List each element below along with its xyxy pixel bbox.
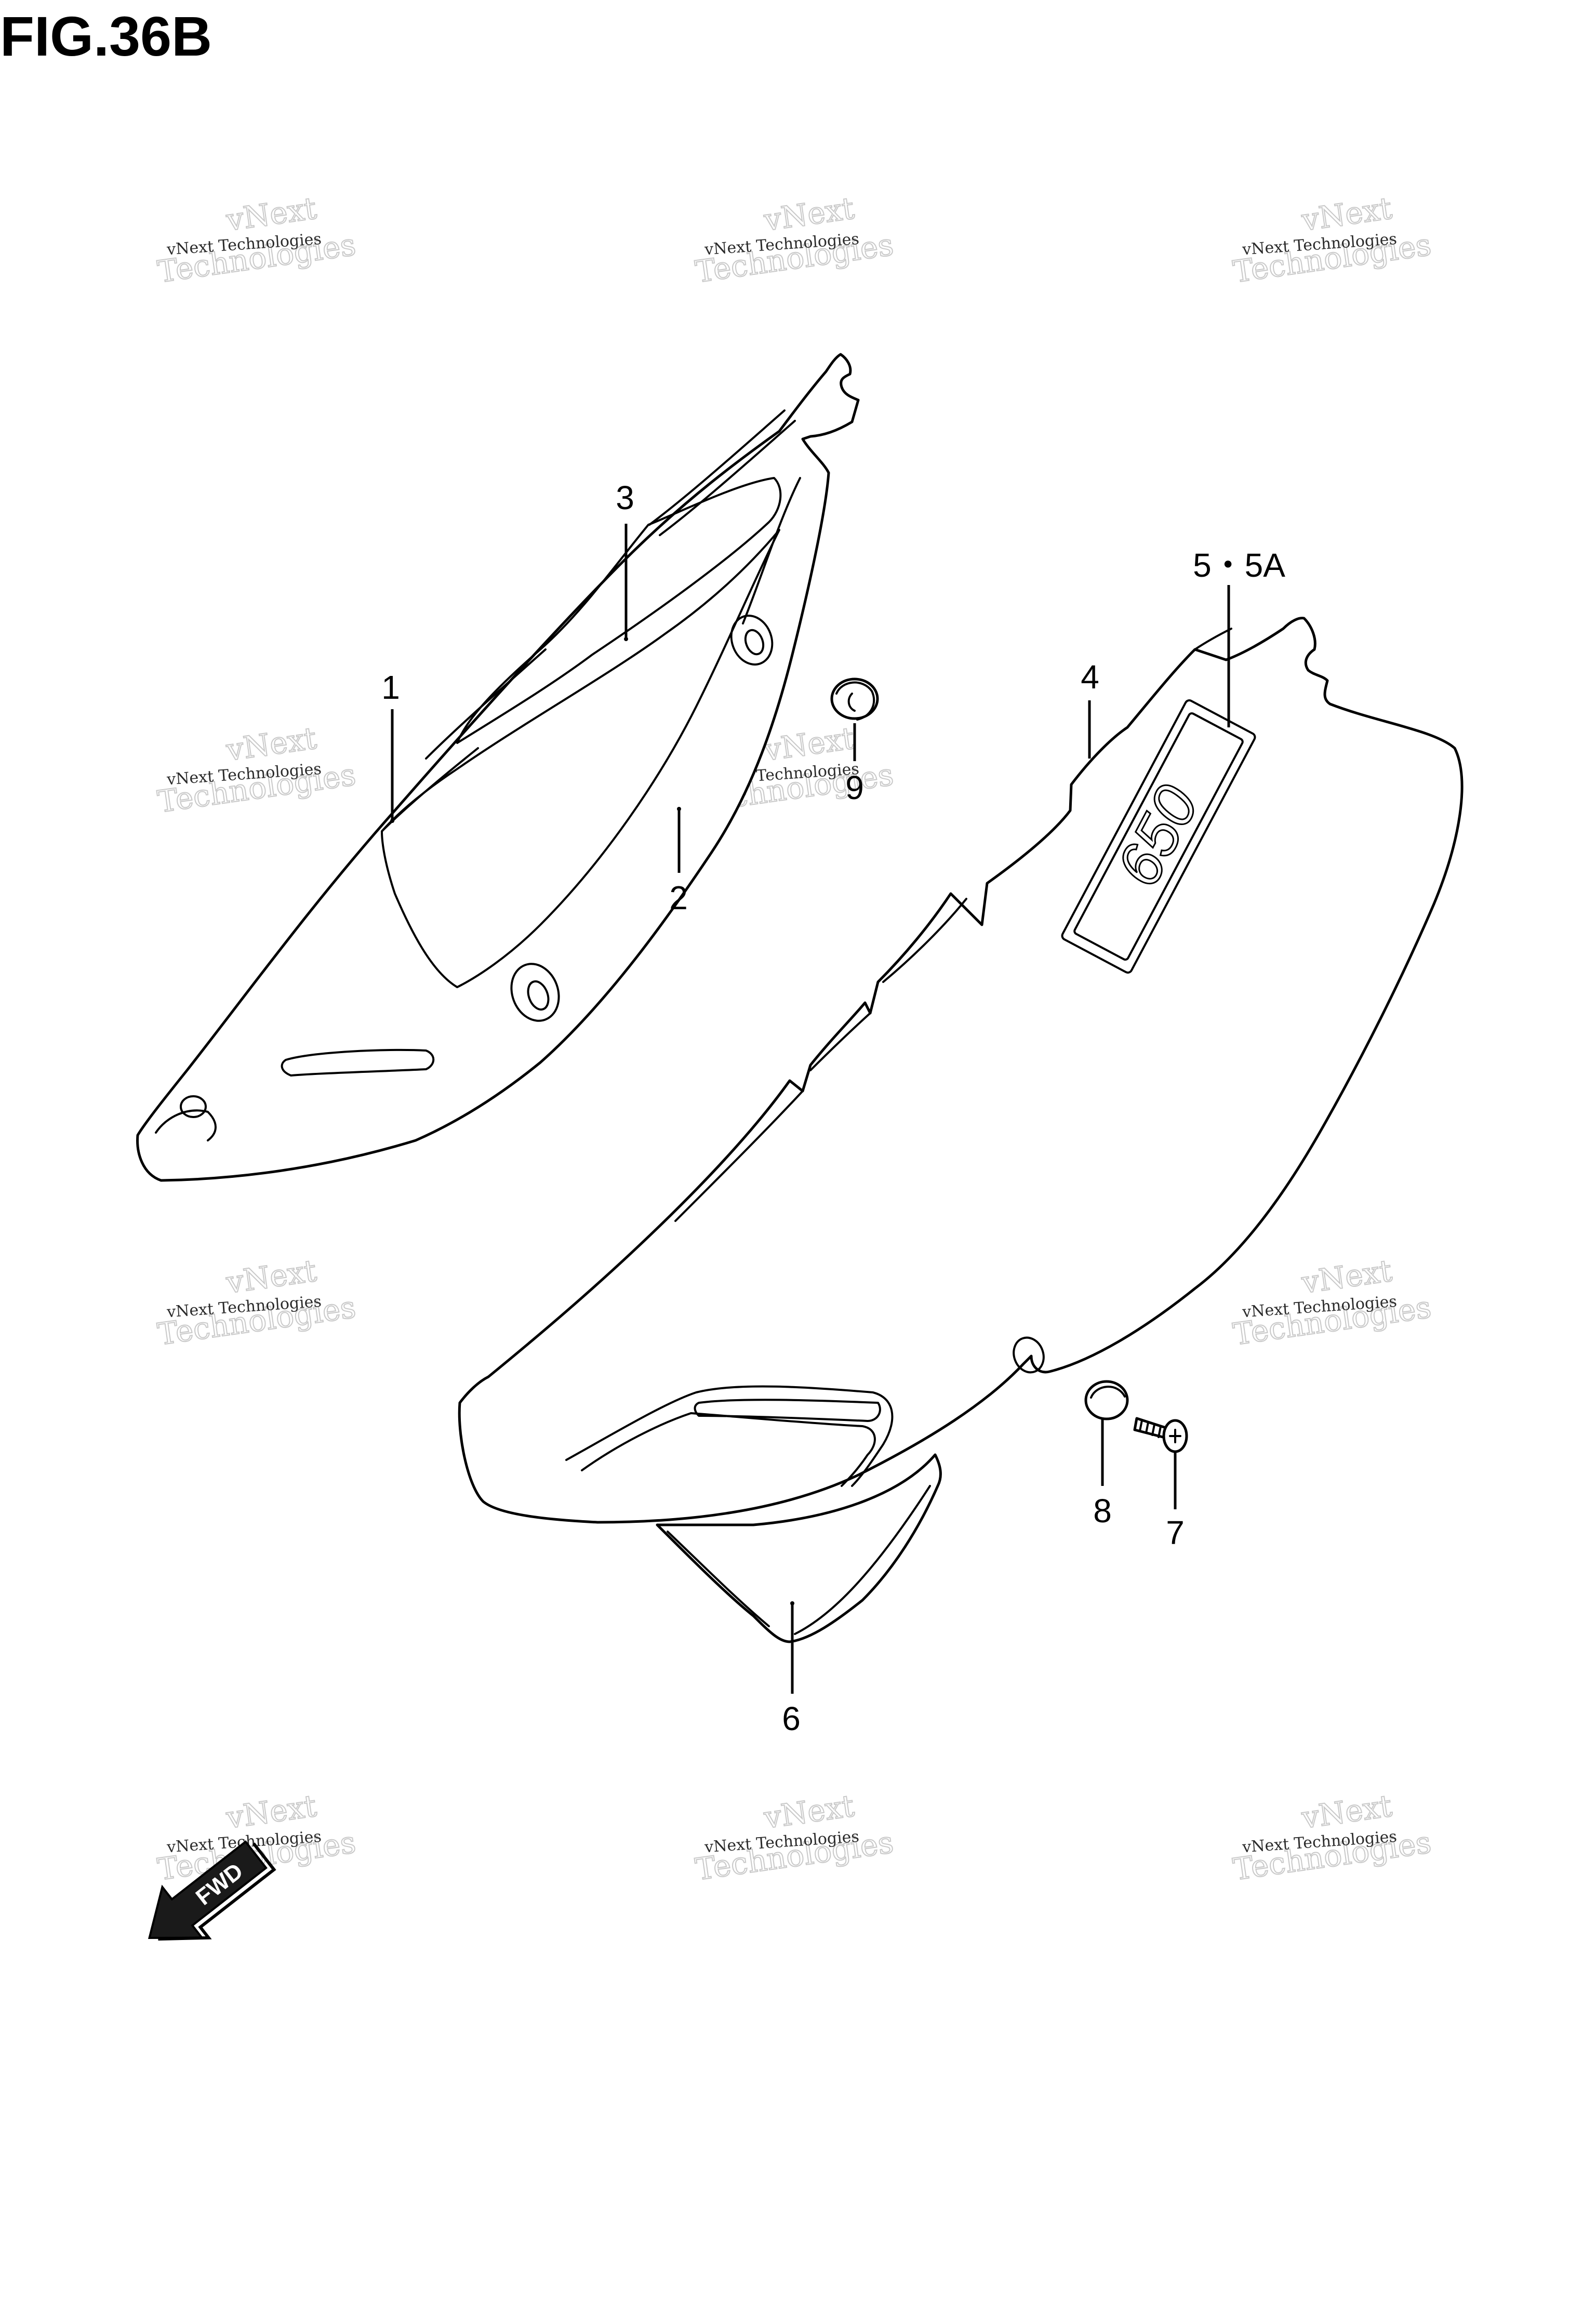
grommet-part-9 xyxy=(830,677,879,721)
callout-1: 1 xyxy=(381,669,400,706)
callout-7: 7 xyxy=(1166,1514,1185,1551)
leader-lines xyxy=(390,524,1230,1694)
callout-9: 9 xyxy=(845,769,864,806)
callout-8: 8 xyxy=(1093,1492,1112,1530)
callout-5-5a: 5・5A xyxy=(1193,547,1285,584)
callout-4: 4 xyxy=(1081,658,1099,696)
right-cover-vent xyxy=(565,1385,894,1487)
callout-6: 6 xyxy=(782,1700,801,1737)
callout-2: 2 xyxy=(669,879,688,916)
screw-part-7 xyxy=(1133,1417,1188,1453)
under-panel-part-6 xyxy=(656,1453,942,1643)
left-cover-upper-trim-part-3 xyxy=(425,409,796,760)
callout-3: 3 xyxy=(616,479,634,516)
callout-numbers: 1 2 3 9 4 5・5A 6 8 7 xyxy=(381,479,1285,1737)
grommet-part-8 xyxy=(1084,1380,1129,1420)
left-cover-mount-hole-lower xyxy=(510,963,560,1022)
right-side-cover-part-4 xyxy=(458,617,1464,1524)
left-cover-mount-hole-upper xyxy=(730,615,774,666)
left-cover-nose-detail xyxy=(155,1095,217,1141)
right-cover-mount-hole xyxy=(1013,1336,1045,1374)
figure-title: FIG.36B xyxy=(0,5,212,68)
left-cover-vent-slot xyxy=(281,1048,435,1077)
